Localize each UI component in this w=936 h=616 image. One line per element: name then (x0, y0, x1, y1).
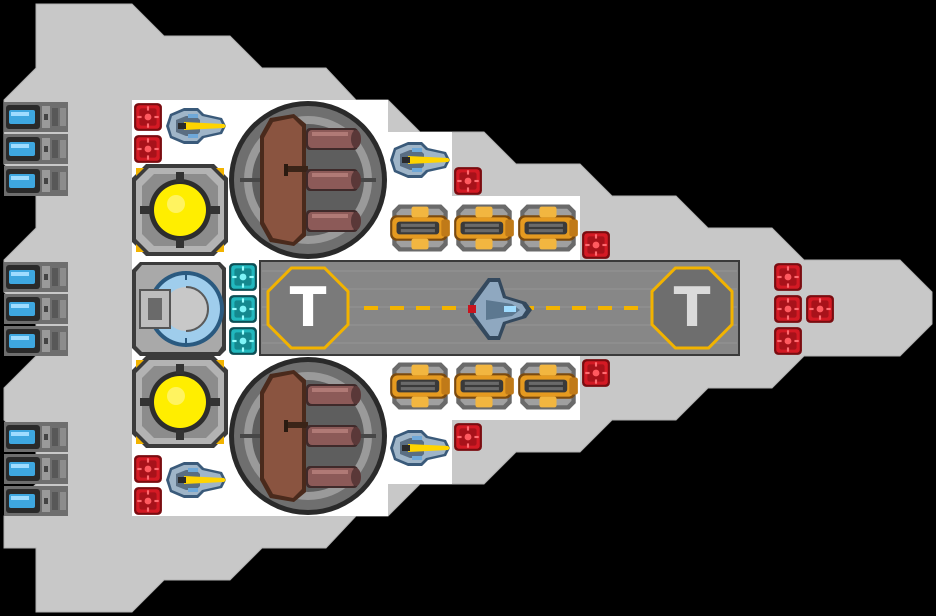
red-module-icon[interactable] (774, 295, 802, 323)
thruster-icon[interactable] (4, 486, 68, 516)
red-module-icon[interactable] (582, 231, 610, 259)
thruster-icon[interactable] (4, 294, 68, 324)
thruster-icon[interactable] (4, 102, 68, 132)
red-module-icon[interactable] (806, 295, 834, 323)
missile-launcher-icon[interactable] (454, 204, 514, 252)
thruster-icon[interactable] (4, 134, 68, 164)
bridge-icon[interactable] (132, 262, 226, 356)
runway-stripe (624, 306, 638, 310)
fighter-layer (468, 278, 532, 340)
red-module-icon[interactable] (454, 423, 482, 451)
fighter-craft-icon[interactable] (468, 278, 532, 340)
red-module-icon[interactable] (774, 327, 802, 355)
teal-module-icon[interactable] (229, 327, 257, 355)
teal-module-icon[interactable] (229, 295, 257, 323)
red-module-icon[interactable] (774, 263, 802, 291)
missile-launcher-icon[interactable] (390, 204, 450, 252)
module-layer (4, 101, 834, 516)
thruster-icon[interactable] (4, 454, 68, 484)
red-module-icon[interactable] (134, 103, 162, 131)
thruster-icon[interactable] (4, 326, 68, 356)
red-module-icon[interactable] (454, 167, 482, 195)
missile-launcher-icon[interactable] (518, 362, 578, 410)
thruster-icon[interactable] (4, 422, 68, 452)
landing-pad-left[interactable]: T (266, 266, 350, 350)
missile-launcher-icon[interactable] (454, 362, 514, 410)
red-module-icon[interactable] (582, 359, 610, 387)
teal-module-icon[interactable] (229, 263, 257, 291)
missile-launcher-icon[interactable] (518, 204, 578, 252)
runway-stripe (390, 306, 404, 310)
red-module-icon[interactable] (134, 455, 162, 483)
landing-pad-right-label: T (674, 276, 711, 339)
reactor-icon[interactable] (132, 164, 228, 256)
runway-stripe (364, 306, 378, 310)
runway-stripe (442, 306, 456, 310)
landing-pad-left-label: T (290, 276, 327, 339)
runway-stripe (546, 306, 560, 310)
landing-pad-right[interactable]: T (650, 266, 734, 350)
thruster-icon[interactable] (4, 262, 68, 292)
runway-stripe (572, 306, 586, 310)
thruster-icon[interactable] (4, 166, 68, 196)
heavy-turret-icon[interactable] (229, 101, 387, 259)
reactor-icon[interactable] (132, 356, 228, 448)
runway-stripe (416, 306, 430, 310)
red-module-icon[interactable] (134, 135, 162, 163)
heavy-turret-icon[interactable] (229, 357, 387, 515)
red-module-icon[interactable] (134, 487, 162, 515)
runway-stripe (598, 306, 612, 310)
missile-launcher-icon[interactable] (390, 362, 450, 410)
